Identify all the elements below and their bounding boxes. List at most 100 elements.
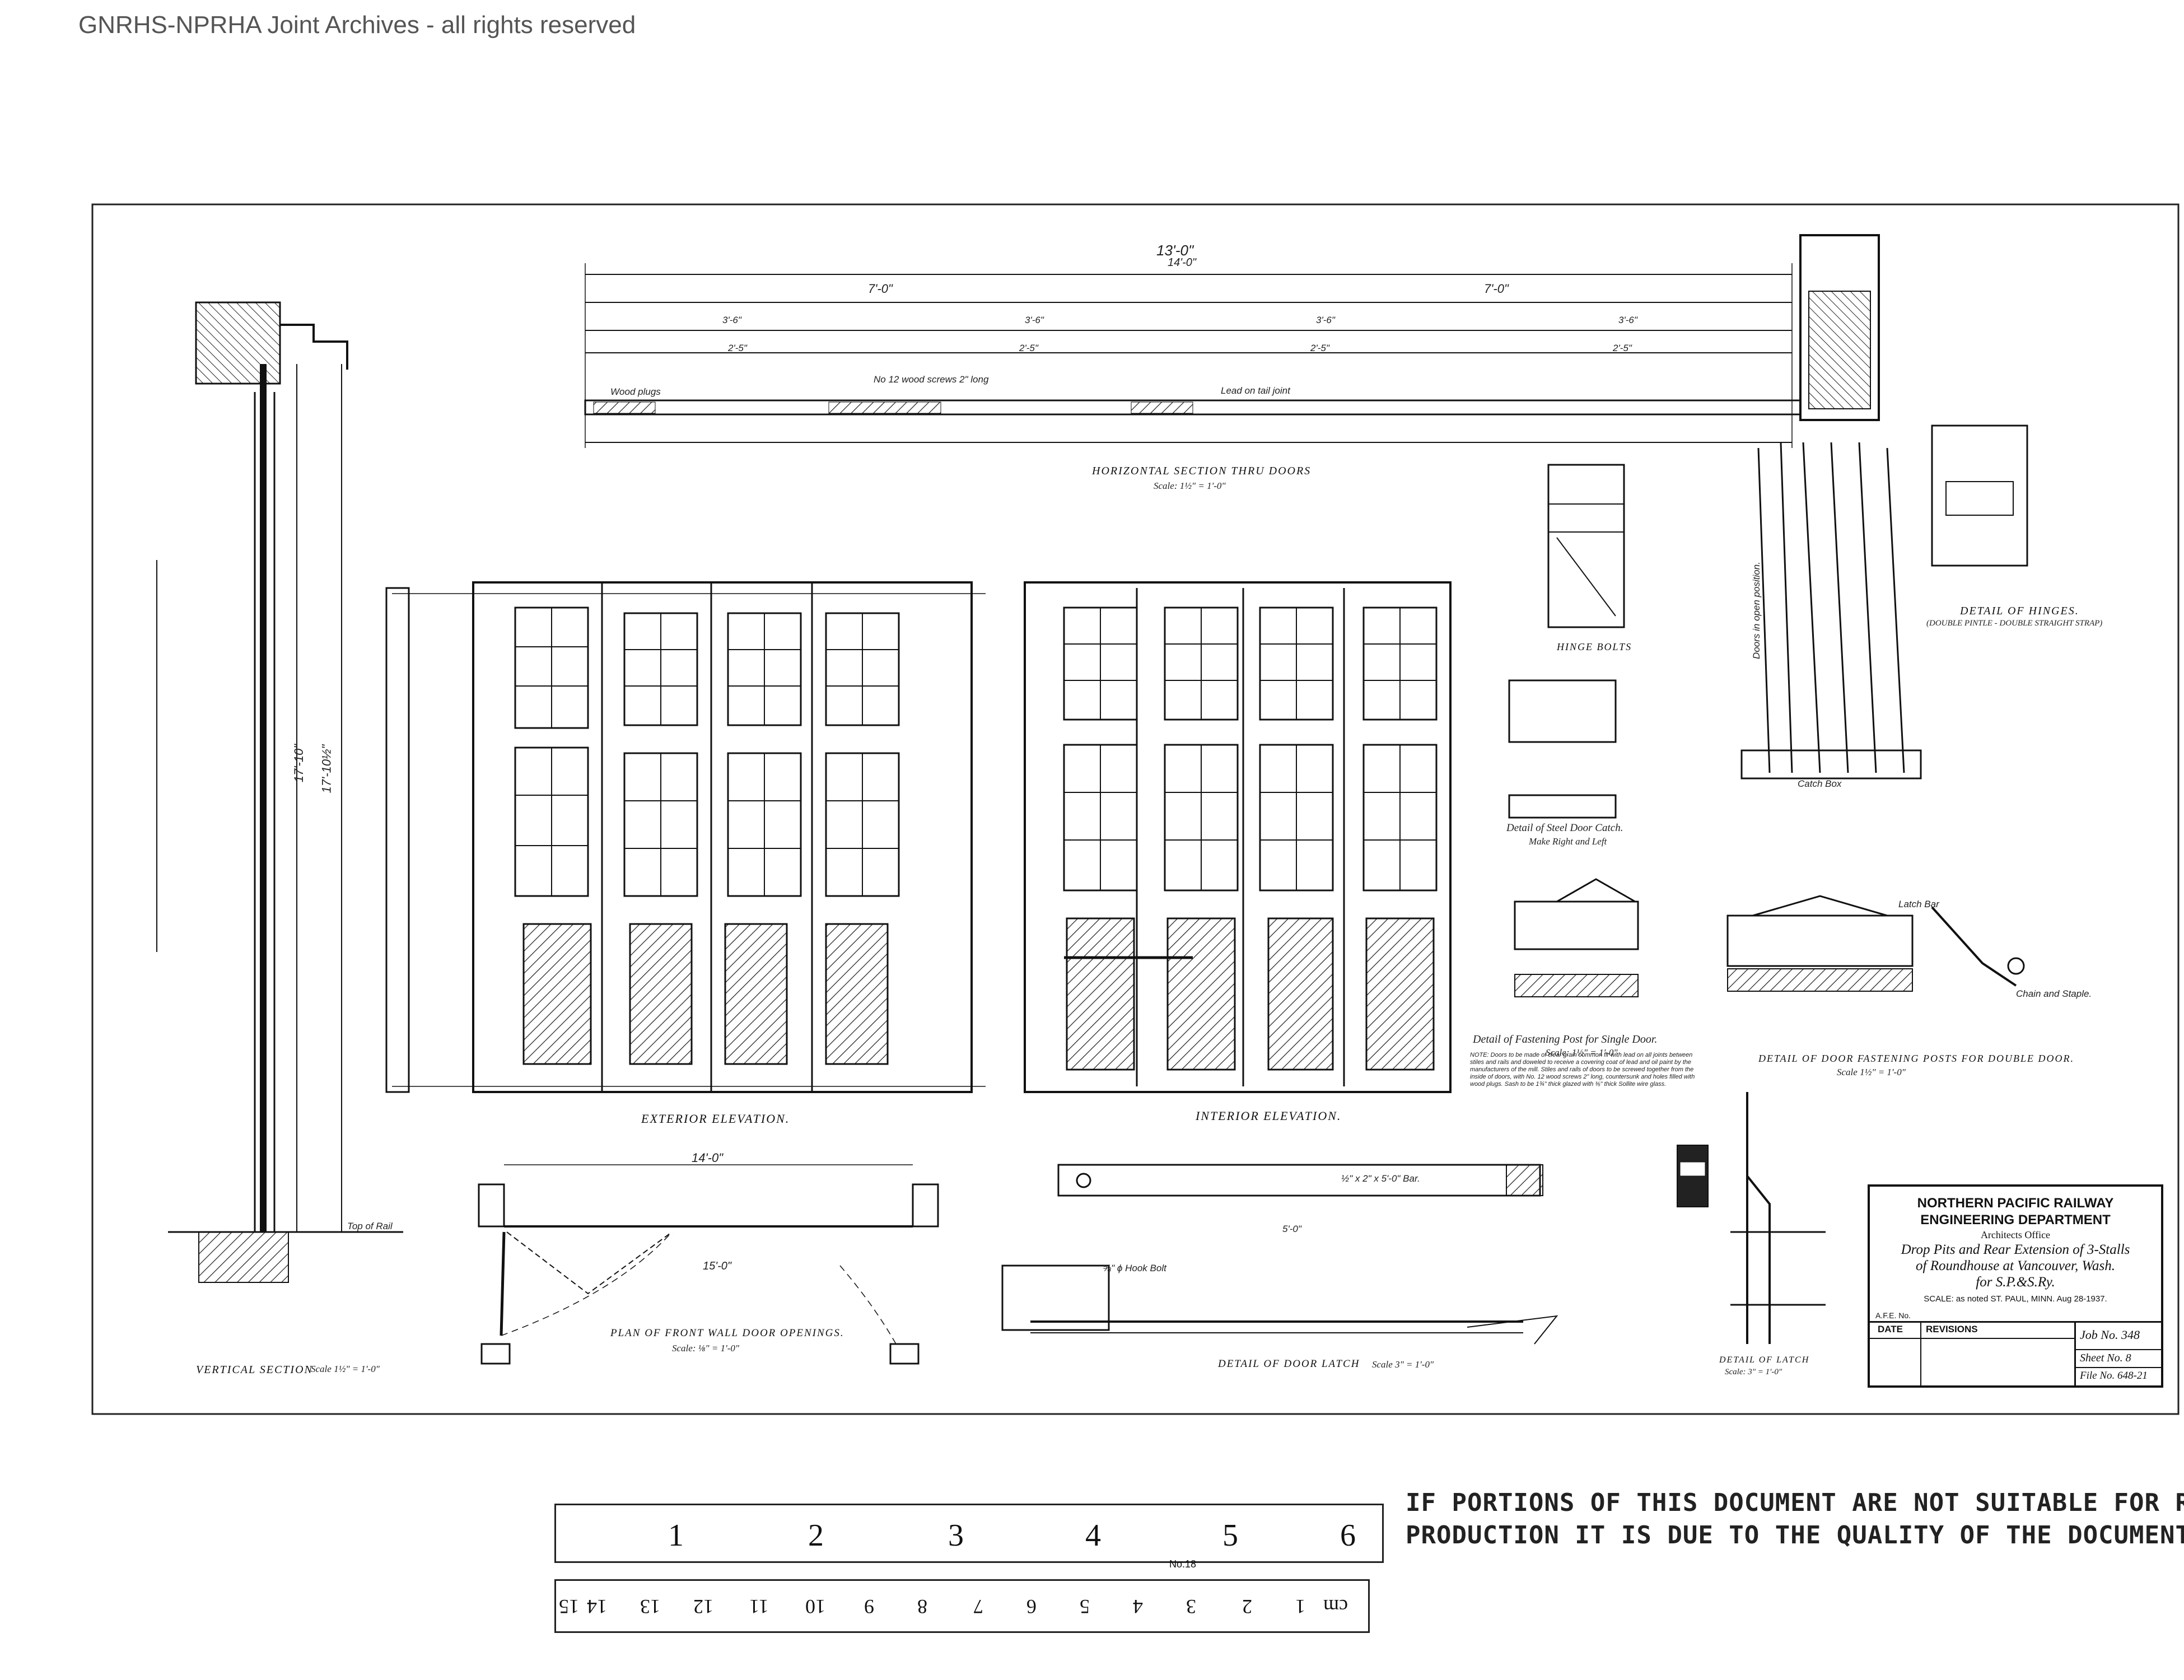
leaf-width-1: 3'-6" — [722, 315, 741, 325]
drawn-by: A.F.E. No. — [1875, 1311, 1911, 1320]
height-total-dim: 17'-10" — [292, 744, 306, 783]
department-name: ENGINEERING DEPARTMENT — [1920, 1212, 2111, 1228]
detail-of-latch-scale: Scale: 3" = 1'-0" — [1725, 1368, 1782, 1376]
inch-label-6: 6 — [1340, 1518, 1356, 1553]
cm-label-10: 10 — [805, 1595, 825, 1618]
interior-elevation-title: INTERIOR ELEVATION. — [1196, 1109, 1342, 1123]
drawing-title-line-3: for S.P.&S.Ry. — [1976, 1275, 2055, 1290]
panel-width-1: 2'-5" — [728, 343, 747, 353]
hook-bolt-label: ⅝" ϕ Hook Bolt — [1103, 1263, 1166, 1273]
hinge-bolts-title: HINGE BOLTS — [1557, 641, 1632, 652]
notice-line-2: PRODUCTION IT IS DUE TO THE QUALITY OF T… — [1406, 1521, 2184, 1550]
reproduction-notice: IF PORTIONS OF THIS DOCUMENT ARE NOT SUI… — [1406, 1487, 2184, 1552]
half-width-right-dim: 7'-0" — [1484, 282, 1509, 296]
lead-tail-joint-label: Lead on tail joint — [1221, 385, 1290, 396]
horizontal-section-title: HORIZONTAL SECTION THRU DOORS — [1092, 465, 1312, 477]
company-name: NORTHERN PACIFIC RAILWAY — [1917, 1196, 2114, 1211]
cm-label-3: 3 — [1186, 1595, 1196, 1618]
door-latch-scale: Scale 3" = 1'-0" — [1372, 1359, 1434, 1370]
cm-label-6: 6 — [1026, 1595, 1037, 1618]
chain-staple-label: Chain and Staple. — [2016, 988, 2092, 999]
door-latch-title: DETAIL OF DOOR LATCH — [1218, 1358, 1360, 1370]
fastening-post-single-title: Detail of Fastening Post for Single Door… — [1473, 1033, 1658, 1046]
vertical-section-view — [156, 301, 403, 1283]
fastening-posts-double-view — [1726, 895, 2025, 992]
cm-label-13: 13 — [640, 1595, 660, 1618]
cm-ruler: cm 1 2 3 4 5 6 7 8 9 10 11 12 13 14 15 — [554, 1579, 1370, 1633]
vertical-section-title: VERTICAL SECTION — [196, 1364, 313, 1376]
cm-label-1: 1 — [1295, 1595, 1305, 1618]
fastening-post-single-scale: Scale: 1½" = 1'-0" — [1546, 1047, 1618, 1058]
overall-width-dim: 13'-0" — [1156, 242, 1194, 259]
plan-opening-dim: 15'-0" — [703, 1260, 731, 1272]
job-number: Job No. 348 — [2080, 1328, 2140, 1342]
notice-line-1: IF PORTIONS OF THIS DOCUMENT ARE NOT SUI… — [1406, 1488, 2184, 1517]
hinges-title: DETAIL OF HINGES. — [1960, 605, 2079, 617]
cm-label-14: 14 — [587, 1595, 607, 1618]
sheet-number: Sheet No. 8 — [2080, 1352, 2131, 1364]
drawing-title-line-2: of Roundhouse at Vancouver, Wash. — [1916, 1258, 2115, 1273]
height-opening-dim: 17'-10½" — [319, 744, 334, 794]
inch-label-5: 5 — [1222, 1518, 1238, 1553]
top-of-rail-label: Top of Rail — [347, 1221, 393, 1231]
date-header: DATE — [1878, 1324, 1903, 1334]
steel-door-catch-title: Detail of Steel Door Catch. — [1506, 822, 1623, 834]
horizontal-section-view — [584, 234, 1880, 448]
plan-front-wall-view — [478, 1164, 939, 1365]
cm-label-11: 11 — [749, 1595, 769, 1618]
detail-of-latch-view — [1677, 1092, 1826, 1344]
cm-label-7: 7 — [973, 1595, 983, 1618]
half-width-left-dim: 7'-0" — [868, 282, 893, 296]
inch-label-3: 3 — [948, 1518, 964, 1553]
horizontal-section-scale: Scale: 1½" = 1'-0" — [1154, 480, 1226, 491]
doors-open-label: Doors in open position. — [1751, 562, 1762, 659]
cm-label-15: 15 — [559, 1595, 579, 1618]
plan-front-wall-scale: Scale: ⅛" = 1'-0" — [672, 1343, 740, 1354]
fastening-post-single-view — [1514, 878, 1639, 997]
cm-label-2: 2 — [1242, 1595, 1252, 1618]
latch-length-dim: 5'-0" — [1282, 1224, 1301, 1234]
wood-screws-label: No 12 wood screws 2" long — [874, 374, 989, 385]
exterior-elevation-view — [385, 581, 986, 1093]
fastening-posts-double-title: DETAIL OF DOOR FASTENING POSTS FOR DOUBL… — [1758, 1053, 2074, 1064]
leaf-width-2: 3'-6" — [1025, 315, 1044, 325]
file-number: File No. 648-21 — [2080, 1370, 2148, 1382]
title-block: NORTHERN PACIFIC RAILWAY ENGINEERING DEP… — [1868, 1184, 2163, 1388]
leaf-width-3: 3'-6" — [1316, 315, 1335, 325]
cm-label-5: 5 — [1080, 1595, 1090, 1618]
cm-label-12: 12 — [693, 1595, 713, 1618]
cm-label-8: 8 — [917, 1595, 927, 1618]
fastening-posts-double-scale: Scale 1½" = 1'-0" — [1837, 1067, 1906, 1077]
latch-bar-post-label: Latch Bar — [1898, 899, 1939, 909]
opening-width-dim: 14'-0" — [1168, 256, 1196, 269]
cm-label-9: 9 — [864, 1595, 874, 1618]
panel-width-4: 2'-5" — [1613, 343, 1632, 353]
general-notes: NOTE: Doors to be made of clear grain co… — [1470, 1052, 1695, 1088]
sheet-border — [91, 203, 2180, 1415]
hinges-view — [1740, 424, 2028, 780]
inch-label-2: 2 — [808, 1518, 824, 1553]
inch-label-4: 4 — [1085, 1518, 1101, 1553]
inch-ruler: 1 2 3 4 5 6 No.18 — [554, 1504, 1384, 1570]
ruler-model: No.18 — [1169, 1558, 1197, 1570]
wood-plugs-label: Wood plugs — [610, 386, 661, 397]
door-latch-view — [1001, 1164, 1558, 1345]
exterior-elevation-title: EXTERIOR ELEVATION. — [641, 1112, 790, 1126]
steel-door-catch-subtitle: Make Right and Left — [1529, 836, 1607, 847]
detail-of-latch-title: DETAIL OF LATCH — [1719, 1355, 1810, 1365]
panel-width-3: 2'-5" — [1310, 343, 1329, 353]
vertical-section-scale: Scale 1½" = 1'-0" — [311, 1364, 380, 1374]
archive-watermark: GNRHS-NPRHA Joint Archives - all rights … — [78, 11, 636, 39]
cm-label: cm — [1323, 1595, 1348, 1618]
hinges-subtitle: (DOUBLE PINTLE - DOUBLE STRAIGHT STRAP) — [1926, 619, 2103, 628]
drawing-title-line-1: Drop Pits and Rear Extension of 3-Stalls — [1901, 1242, 2130, 1257]
plan-width-dim: 14'-0" — [692, 1151, 724, 1165]
scale-date-line: SCALE: as noted ST. PAUL, MINN. Aug 28-1… — [1924, 1294, 2107, 1304]
revisions-header: REVISIONS — [1926, 1324, 1978, 1334]
cm-label-4: 4 — [1133, 1595, 1143, 1618]
inch-label-1: 1 — [668, 1518, 684, 1553]
catch-box-label: Catch Box — [1798, 778, 1842, 789]
hinge-bolts-view — [1547, 464, 1625, 628]
latch-bar-label: ½" x 2" x 5'-0" Bar. — [1341, 1173, 1420, 1184]
